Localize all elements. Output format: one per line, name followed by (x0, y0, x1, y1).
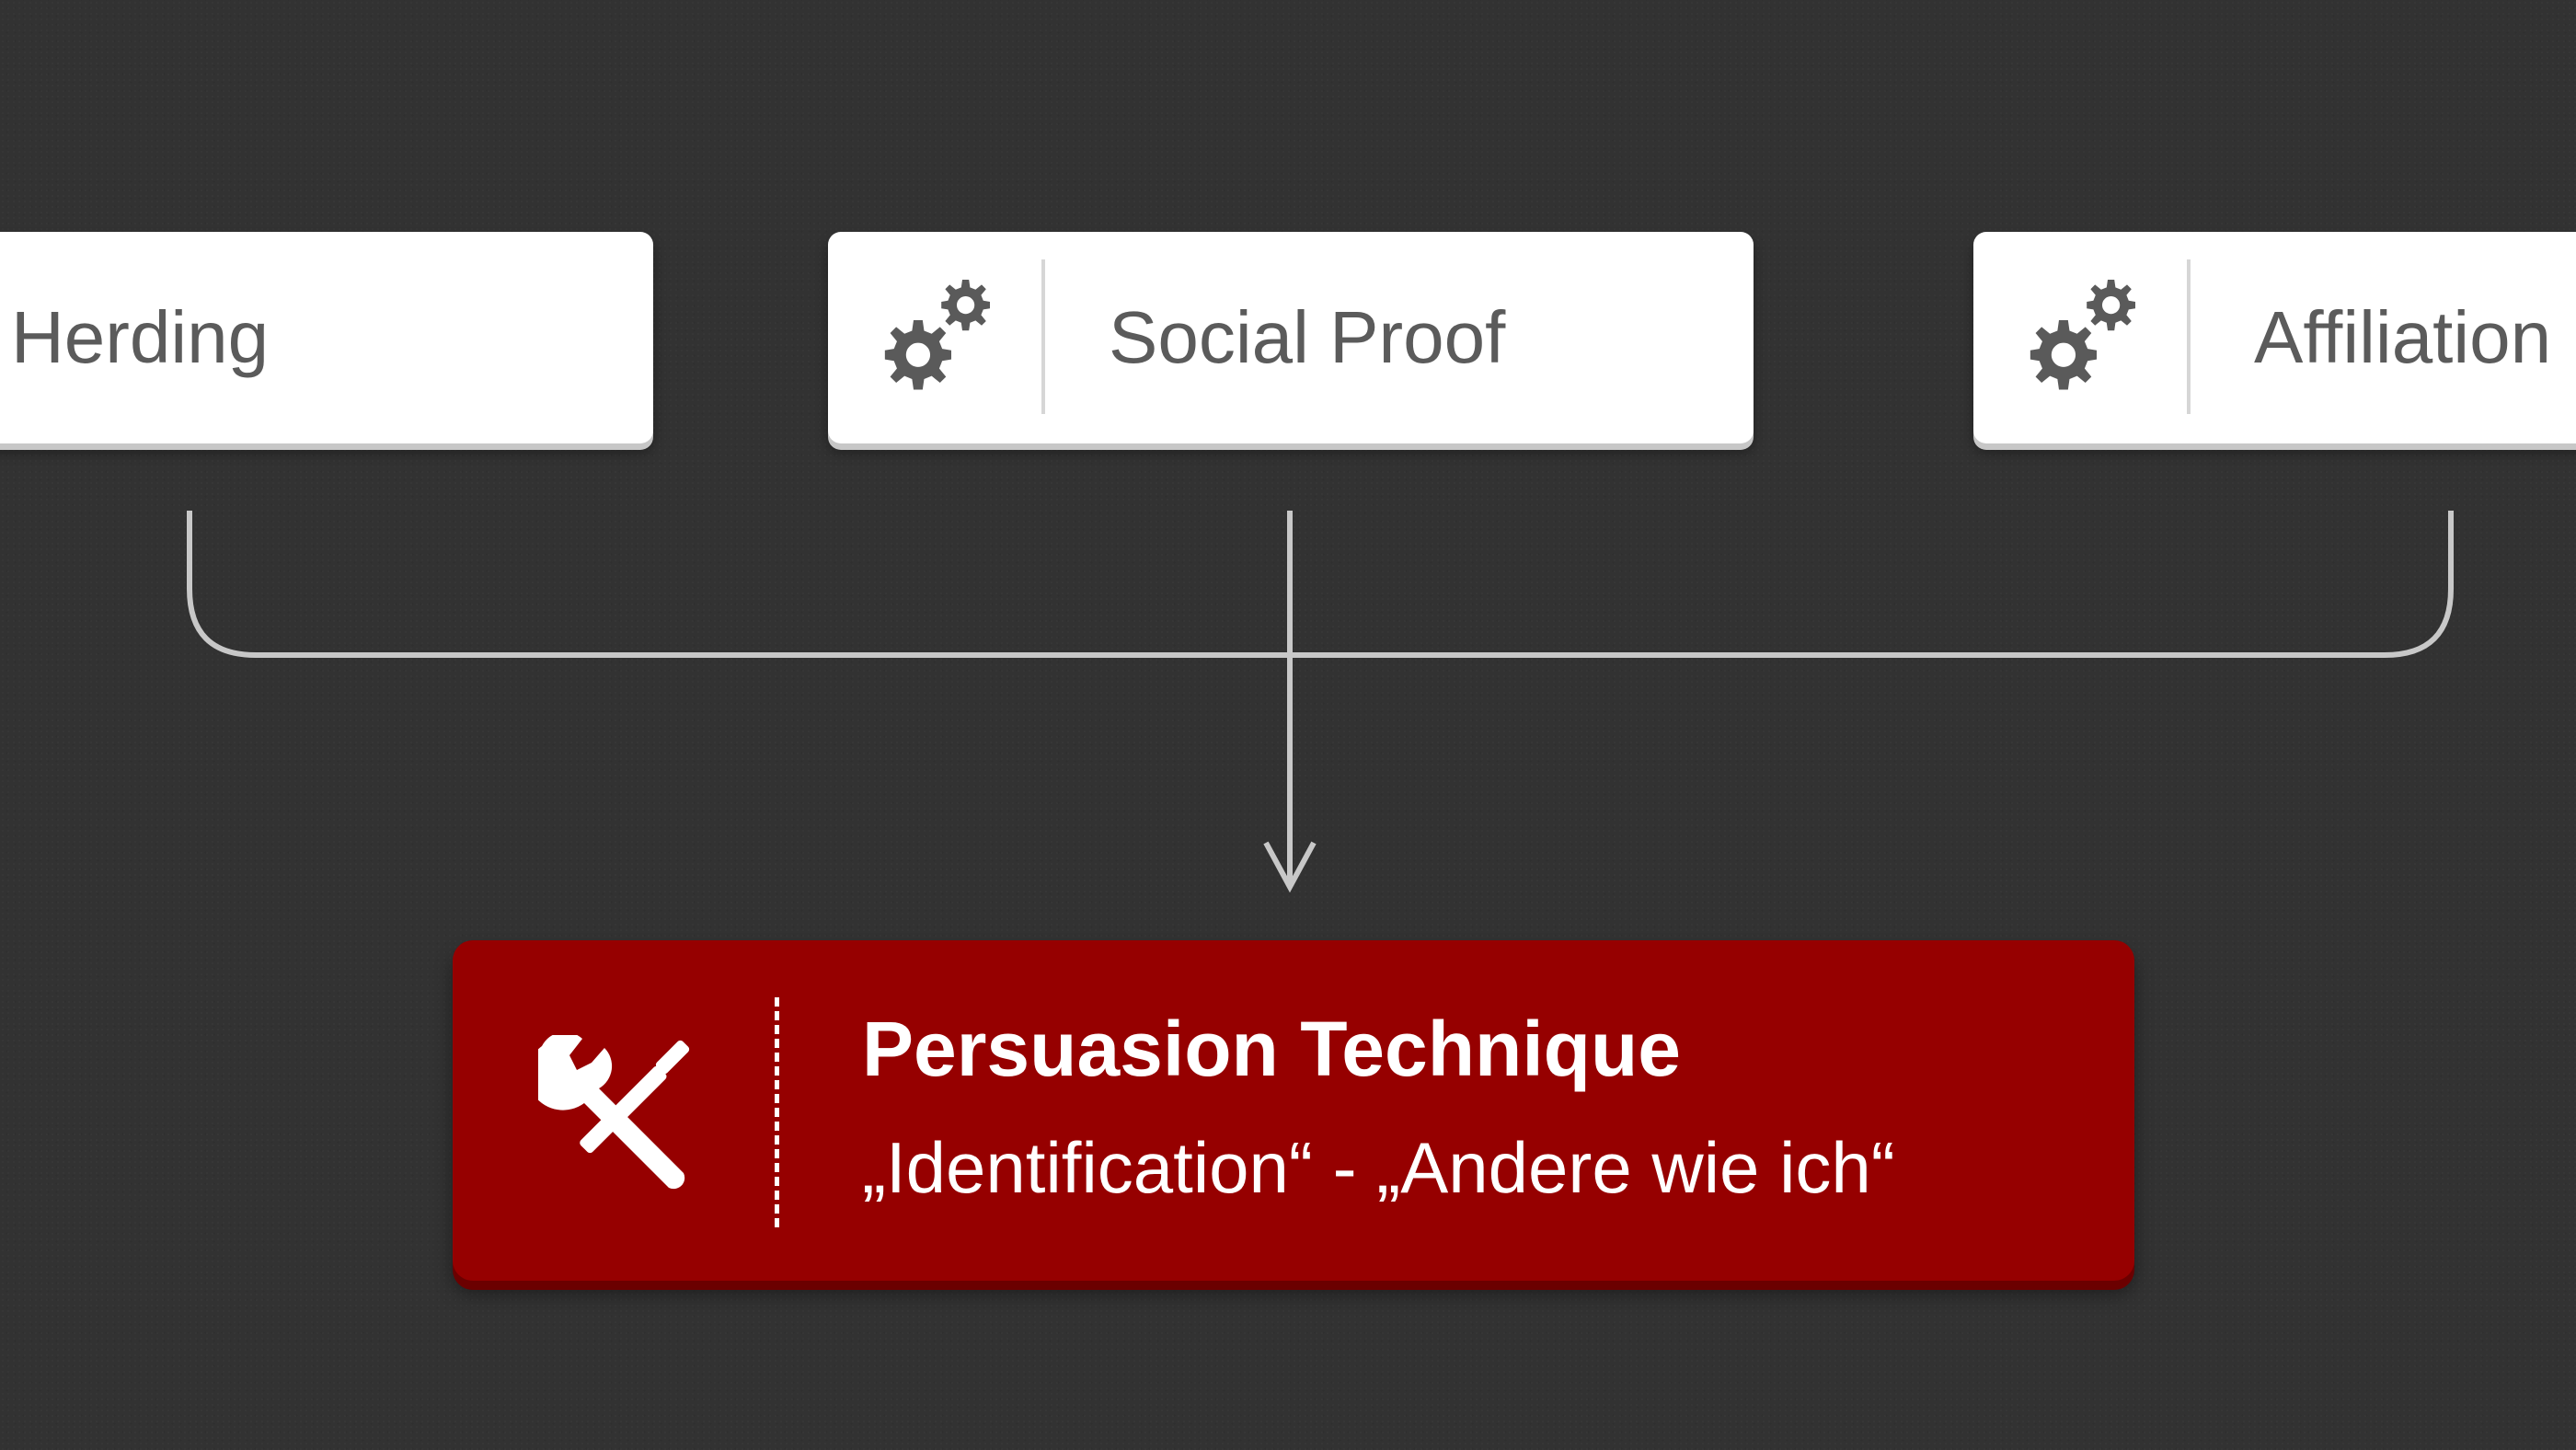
node-label: Social Proof (1109, 296, 1506, 378)
technique-divider (775, 997, 779, 1227)
wrench-screwdriver-icon (538, 1035, 690, 1190)
node-label: Affiliation (2254, 296, 2552, 378)
node-affiliation: Affiliation (1973, 232, 2576, 443)
technique-subtitle: „Identification“ - „Andere wie ich“ (862, 1127, 1895, 1208)
node-divider (1041, 259, 1045, 414)
node-divider (2187, 259, 2191, 414)
node-social-proof: Social Proof (828, 232, 1754, 443)
technique-title: Persuasion Technique (862, 1006, 1681, 1092)
gears-icon (2030, 280, 2135, 390)
node-label: Herding (11, 296, 270, 378)
persuasion-technique-box: Persuasion Technique „Identification“ - … (453, 940, 2134, 1281)
gears-icon (884, 280, 990, 390)
bracket-connector (187, 511, 2454, 658)
arrow-head-icon (1263, 841, 1317, 893)
node-herding: Herding (0, 232, 653, 443)
